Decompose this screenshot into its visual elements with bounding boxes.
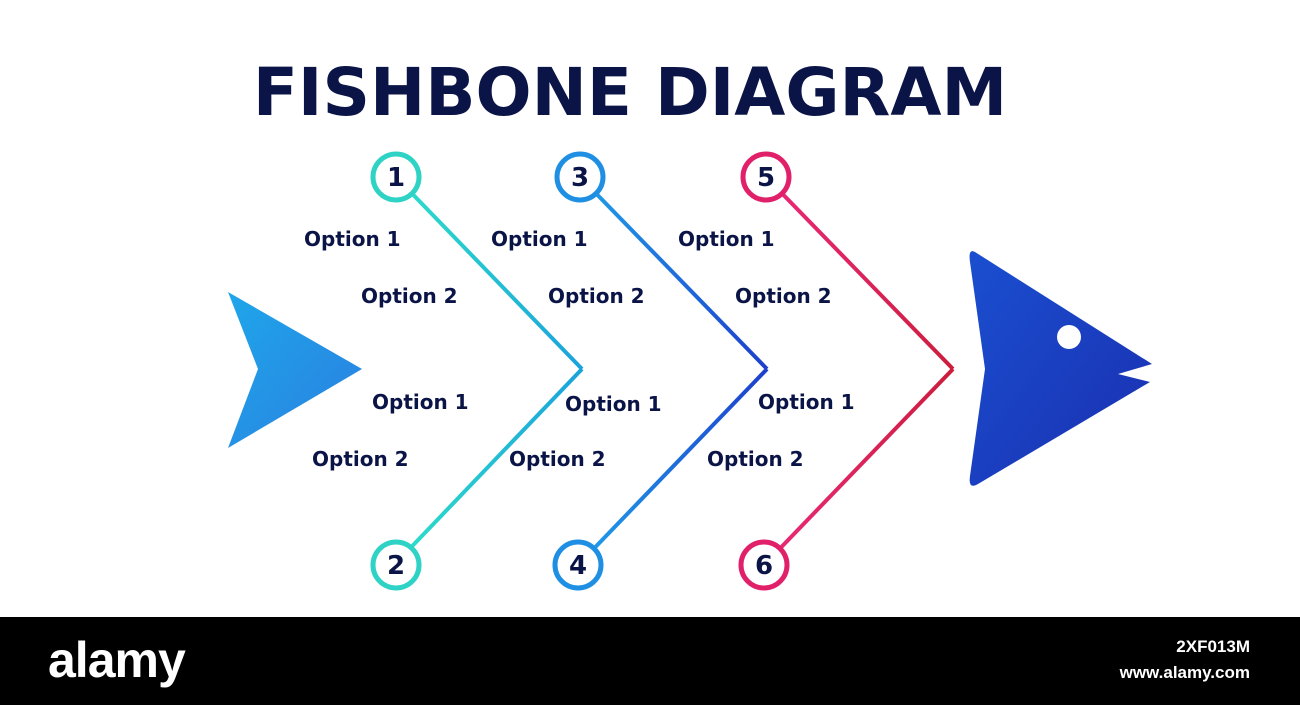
bone-3-option-2: Option 2 xyxy=(548,284,645,308)
bone-5-option-1: Option 1 xyxy=(678,227,775,251)
fish-eye xyxy=(1057,325,1081,349)
bone-1-option-2: Option 2 xyxy=(361,284,458,308)
bone-6-option-1: Option 1 xyxy=(758,390,855,414)
fish-head xyxy=(969,251,1152,486)
bone-2-line xyxy=(394,367,584,565)
bone-4-marker xyxy=(552,539,604,591)
bone-1-line xyxy=(394,175,584,371)
bone-2-option-2: Option 2 xyxy=(312,447,409,471)
bone-5-option-2: Option 2 xyxy=(735,284,832,308)
brand-logo: alamy xyxy=(48,632,186,688)
bone-1-number: 1 xyxy=(387,163,405,193)
bone-3-marker xyxy=(554,151,606,203)
site-url: www.alamy.com xyxy=(1119,663,1250,682)
bone-5-marker xyxy=(740,151,792,203)
bone-4-option-1: Option 1 xyxy=(565,392,662,416)
bone-6-line xyxy=(764,367,955,565)
bone-2-number: 2 xyxy=(387,551,405,581)
bone-5-number: 5 xyxy=(757,163,775,193)
bone-group-5-6: Option 1 Option 2 Option 1 Option 2 5 6 xyxy=(678,151,955,591)
bone-2-marker xyxy=(370,539,422,591)
bone-3-number: 3 xyxy=(571,163,589,193)
bone-6-marker xyxy=(738,539,790,591)
bone-2-option-1: Option 1 xyxy=(372,390,469,414)
bone-5-line xyxy=(764,175,955,371)
bone-3-option-1: Option 1 xyxy=(491,227,588,251)
bone-group-3-4: Option 1 Option 2 Option 1 Option 2 3 4 xyxy=(491,151,769,591)
bone-4-option-2: Option 2 xyxy=(509,447,606,471)
bone-1-marker xyxy=(370,151,422,203)
page-title: FISHBONE DIAGRAM xyxy=(253,54,1007,131)
fish-head-shape xyxy=(969,251,1152,486)
bone-3-line xyxy=(578,175,769,371)
bone-6-option-2: Option 2 xyxy=(707,447,804,471)
watermark-footer: alamy 2XF013M www.alamy.com xyxy=(0,617,1300,705)
image-id: 2XF013M xyxy=(1176,637,1250,656)
fish-tail xyxy=(228,292,362,448)
bone-4-line xyxy=(578,367,769,565)
bone-1-option-1: Option 1 xyxy=(304,227,401,251)
bone-4-number: 4 xyxy=(569,551,587,581)
bone-6-number: 6 xyxy=(755,551,773,581)
bone-group-1-2: Option 1 Option 2 Option 1 Option 2 1 2 xyxy=(304,151,584,591)
